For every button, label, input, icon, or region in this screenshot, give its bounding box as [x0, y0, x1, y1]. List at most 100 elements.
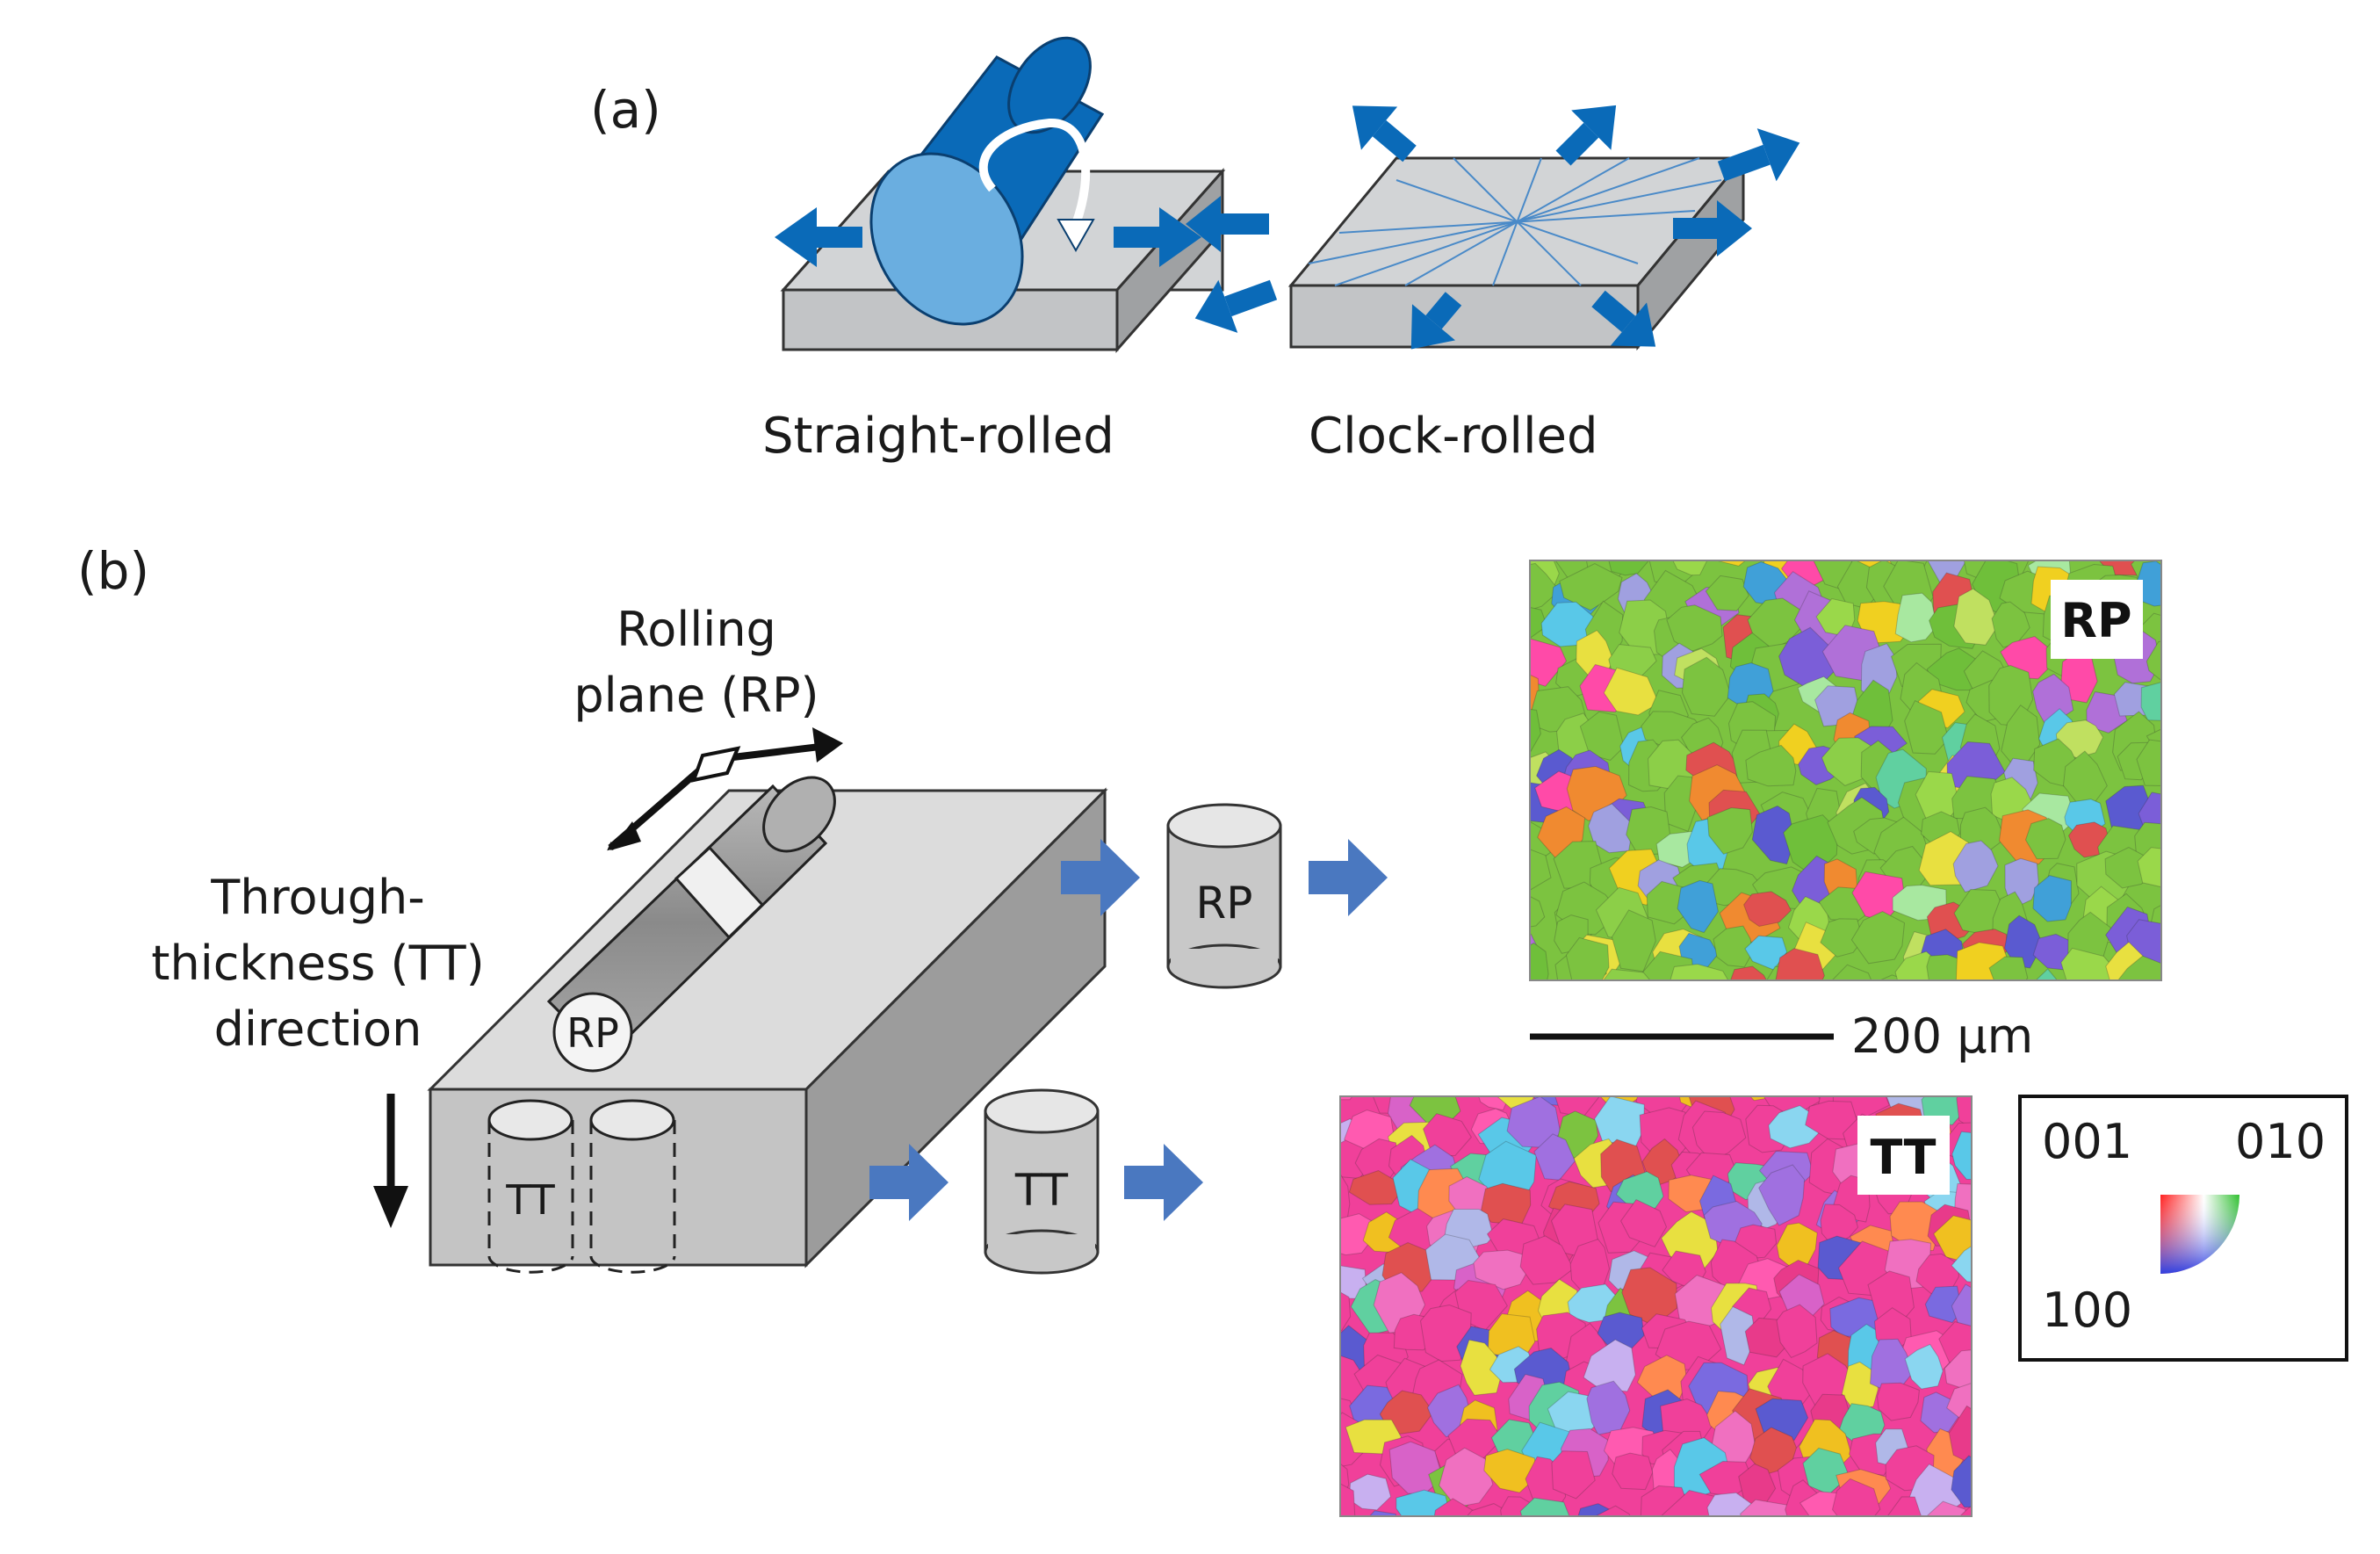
tt-grain — [1948, 1405, 1972, 1465]
flow-arrow-block-to-tt-icon — [869, 1144, 948, 1221]
tt-grain — [1519, 1235, 1575, 1285]
rp-grain — [1747, 597, 1807, 650]
rp-grain — [1677, 879, 1719, 934]
rp-grain — [1751, 805, 1795, 865]
tt-map-badge-bg — [1857, 1116, 1950, 1195]
panel-b-label: (b) — [77, 541, 149, 601]
ipf-label-010: 010 — [2235, 1114, 2326, 1169]
clock-rolled-caption: Clock-rolled — [1309, 408, 1598, 465]
rolling-plane-label-line1: Rolling — [617, 602, 776, 657]
tt-grain — [1519, 1497, 1570, 1516]
tt-direction-label-line1: Through- — [210, 870, 424, 925]
tt-grain — [1951, 1283, 1972, 1327]
tt-grain — [1805, 1100, 1860, 1140]
tt-grain — [1594, 1505, 1631, 1516]
tt-grain — [1340, 1096, 1353, 1101]
rp-grain — [1775, 948, 1825, 980]
tt-grain — [1886, 1496, 1922, 1516]
rp-grain — [2024, 817, 2066, 860]
rp-grain — [1666, 604, 1723, 653]
tt-grain — [1749, 1096, 1774, 1102]
rp-grain — [2137, 847, 2161, 888]
tt-grain — [1831, 1478, 1881, 1516]
tt-grain — [1483, 1449, 1538, 1493]
tt-grain — [1904, 1343, 1944, 1390]
tt-ebsd-map: TT — [1339, 1095, 1973, 1517]
straight-left-arrow-icon — [775, 207, 862, 267]
tt-grain — [1620, 1198, 1668, 1247]
clock-rolled-diagram — [1186, 105, 1800, 351]
rp-grain — [1530, 895, 1546, 928]
flow-arrow-block-to-rp-icon — [1061, 839, 1140, 916]
panel-a-label: (a) — [590, 80, 661, 140]
tt-grain — [1876, 1382, 1920, 1421]
clock-radial-lines — [1308, 157, 1722, 286]
rolling-plane-label-line2: plane (RP) — [573, 668, 819, 723]
tt-grain — [1776, 1304, 1818, 1359]
rp-grain — [2140, 682, 2161, 721]
tt-grain — [1958, 1505, 1972, 1516]
rp-grain — [1831, 964, 1872, 980]
rp-map-badge: RP — [2060, 593, 2131, 648]
tt-grain — [1583, 1339, 1636, 1392]
rp-grain — [1850, 910, 1906, 965]
tt-grain — [1433, 1498, 1478, 1516]
rp-grain — [2060, 947, 2117, 980]
sample-block: RP TT — [427, 776, 1108, 1274]
tt-grain — [1340, 1483, 1356, 1516]
rp-grain — [1717, 560, 1747, 567]
tt-grain — [1758, 1164, 1806, 1226]
rp-grain — [1729, 965, 1767, 980]
ipf-label-001: 001 — [2042, 1114, 2132, 1169]
rp-grain — [1706, 806, 1753, 855]
tt-grain — [1951, 1455, 1972, 1508]
rp-grain — [2146, 640, 2161, 682]
rp-grain — [1670, 963, 1729, 980]
rp-grain — [2136, 739, 2161, 786]
rp-grain — [1672, 560, 1708, 576]
tt-grain — [1706, 1492, 1752, 1516]
rp-grain — [1953, 588, 1999, 646]
rp-grain — [1530, 942, 1549, 980]
tt-grain — [1951, 1131, 1972, 1180]
rotation-arrow-icon — [978, 118, 1091, 226]
rp-grain — [1743, 891, 1792, 928]
rp-grain — [2117, 955, 2161, 980]
rp-rod-label: RP — [566, 1009, 619, 1057]
ipf-label-100: 100 — [2042, 1283, 2132, 1338]
tt-grain — [1720, 1305, 1756, 1366]
tt-cylinder-label: TT — [1014, 1165, 1069, 1216]
rp-grain — [1952, 840, 1999, 893]
tt-grain — [1368, 1510, 1397, 1516]
clock-plate-front — [1289, 284, 1640, 349]
ipf-color-key: 001 010 100 — [2018, 1095, 2348, 1362]
rp-grain — [2032, 875, 2072, 922]
rp-cylinder-label: RP — [1196, 878, 1253, 929]
rp-sample-rod — [546, 776, 836, 1073]
tt-grain — [1551, 1450, 1596, 1500]
straight-right-arrow-icon — [1114, 207, 1201, 267]
rp-grain — [1820, 918, 1864, 958]
rp-grain — [2136, 560, 2161, 607]
tt-grain — [1460, 1339, 1502, 1396]
rp-grain — [1745, 744, 1797, 787]
scale-bar-label: 200 µm — [1851, 1008, 2033, 1064]
tt-cores — [487, 1099, 676, 1274]
tt-grain — [1926, 1500, 1966, 1516]
flow-arrow-tt-to-map-icon — [1124, 1144, 1203, 1221]
rp-grain — [1530, 638, 1568, 687]
tt-grain — [1951, 1245, 1972, 1283]
rp-grain — [2004, 914, 2044, 969]
rp-grain — [1530, 849, 1552, 891]
rp-grain — [1530, 606, 1547, 640]
clock-arrows — [1186, 105, 1800, 350]
tt-grain — [1612, 1452, 1654, 1491]
tt-direction-arrow-icon — [373, 1094, 408, 1228]
rp-grain — [2104, 847, 2153, 889]
roller-end-face — [869, 152, 1024, 326]
rp-grain — [1603, 667, 1660, 716]
tt-direction-label-line3: direction — [214, 1001, 422, 1057]
rp-grain — [1565, 936, 1610, 980]
straight-rolled-diagram — [775, 36, 1226, 353]
